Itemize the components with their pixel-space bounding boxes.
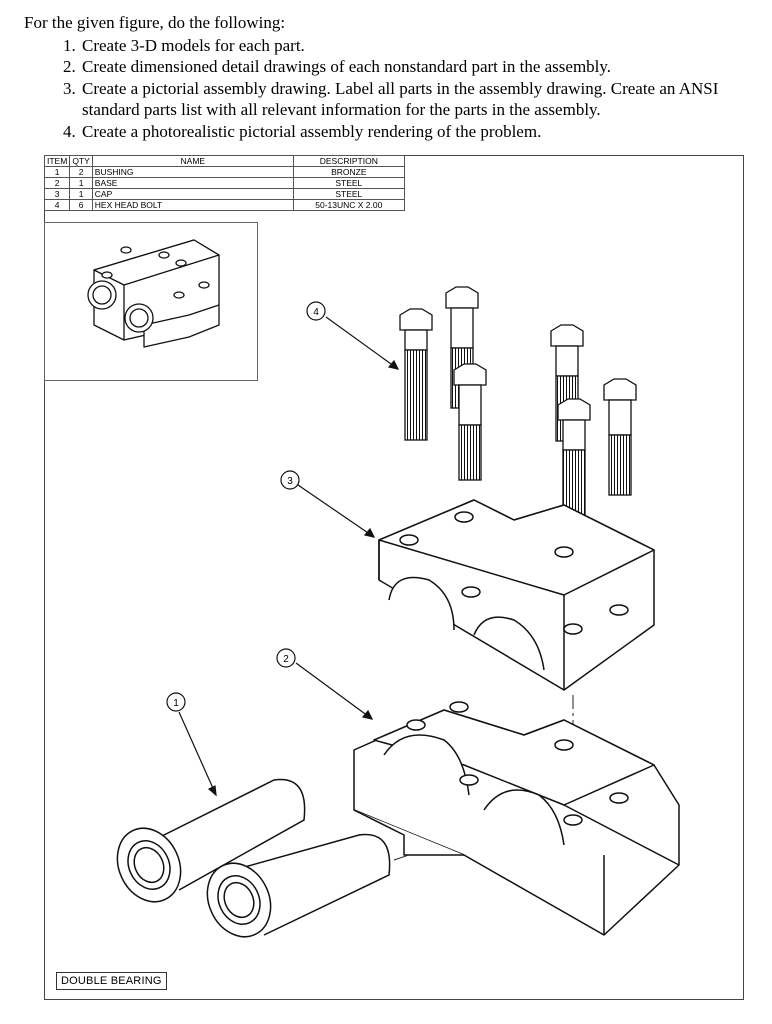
- cell-item: 2: [43, 177, 71, 189]
- cell-description: STEEL: [292, 188, 405, 200]
- cell-qty: 6: [69, 199, 93, 211]
- cell-item: 1: [43, 166, 71, 178]
- inset-assembly-frame: [44, 222, 258, 381]
- instruction-item: Create 3-D models for each part.: [80, 35, 764, 57]
- hex-head-bolt: [453, 363, 487, 481]
- balloon-item-3: 3: [280, 470, 300, 490]
- cell-qty: 1: [69, 188, 93, 200]
- parts-list-header-row: ITEM QTY NAME DESCRIPTION: [43, 155, 405, 167]
- bushing-part: [206, 833, 391, 938]
- parts-list-table: ITEM QTY NAME DESCRIPTION 1 2 BUSHING BR…: [43, 155, 405, 211]
- cell-name: HEX HEAD BOLT: [91, 199, 294, 211]
- cell-item: 3: [43, 188, 71, 200]
- instructions-lead: For the given figure, do the following:: [24, 13, 286, 32]
- exploded-assembly-drawing: 4 3 2 1: [87, 239, 680, 938]
- cell-item: 4: [43, 199, 71, 211]
- balloon-label: 4: [313, 307, 319, 318]
- table-row: 2 1 BASE STEEL: [43, 177, 405, 189]
- instructions: For the given figure, do the following: …: [24, 12, 764, 142]
- balloon-label: 1: [173, 698, 179, 709]
- base-part: [353, 701, 680, 936]
- inset-assembly-view: [87, 239, 220, 348]
- title-block: DOUBLE BEARING: [56, 972, 167, 990]
- balloon-item-2: 2: [276, 648, 296, 668]
- cell-qty: 2: [69, 166, 93, 178]
- cell-qty: 1: [69, 177, 93, 189]
- instruction-item: Create a photorealistic pictorial assemb…: [80, 121, 764, 143]
- bushing-part: [116, 778, 306, 903]
- hex-head-bolt: [557, 398, 591, 516]
- leader-line: [178, 711, 217, 797]
- cell-description: BRONZE: [292, 166, 405, 178]
- header-qty: QTY: [69, 155, 93, 167]
- table-row: 1 2 BUSHING BRONZE: [43, 166, 405, 178]
- balloon-item-4: 4: [306, 301, 326, 321]
- instruction-item: Create a pictorial assembly drawing. Lab…: [80, 78, 764, 121]
- instructions-list: Create 3-D models for each part. Create …: [24, 35, 764, 143]
- hex-head-bolt: [399, 308, 433, 441]
- hex-head-bolt: [603, 378, 637, 496]
- leader-line: [325, 316, 400, 370]
- leader-line: [297, 484, 376, 538]
- cell-name: BASE: [91, 177, 294, 189]
- table-row: 4 6 HEX HEAD BOLT 50-13UNC X 2.00: [43, 199, 405, 211]
- header-item: ITEM: [43, 155, 71, 167]
- cell-description: 50-13UNC X 2.00: [292, 199, 405, 211]
- cap-part: [378, 499, 655, 691]
- leader-line: [295, 662, 374, 720]
- balloon-label: 2: [283, 654, 289, 665]
- table-row: 3 1 CAP STEEL: [43, 188, 405, 200]
- cell-name: CAP: [91, 188, 294, 200]
- header-name: NAME: [91, 155, 294, 167]
- header-description: DESCRIPTION: [292, 155, 405, 167]
- balloon-item-1: 1: [166, 692, 186, 712]
- balloon-label: 3: [287, 476, 293, 487]
- cell-description: STEEL: [292, 177, 405, 189]
- cell-name: BUSHING: [91, 166, 294, 178]
- instruction-item: Create dimensioned detail drawings of ea…: [80, 56, 764, 78]
